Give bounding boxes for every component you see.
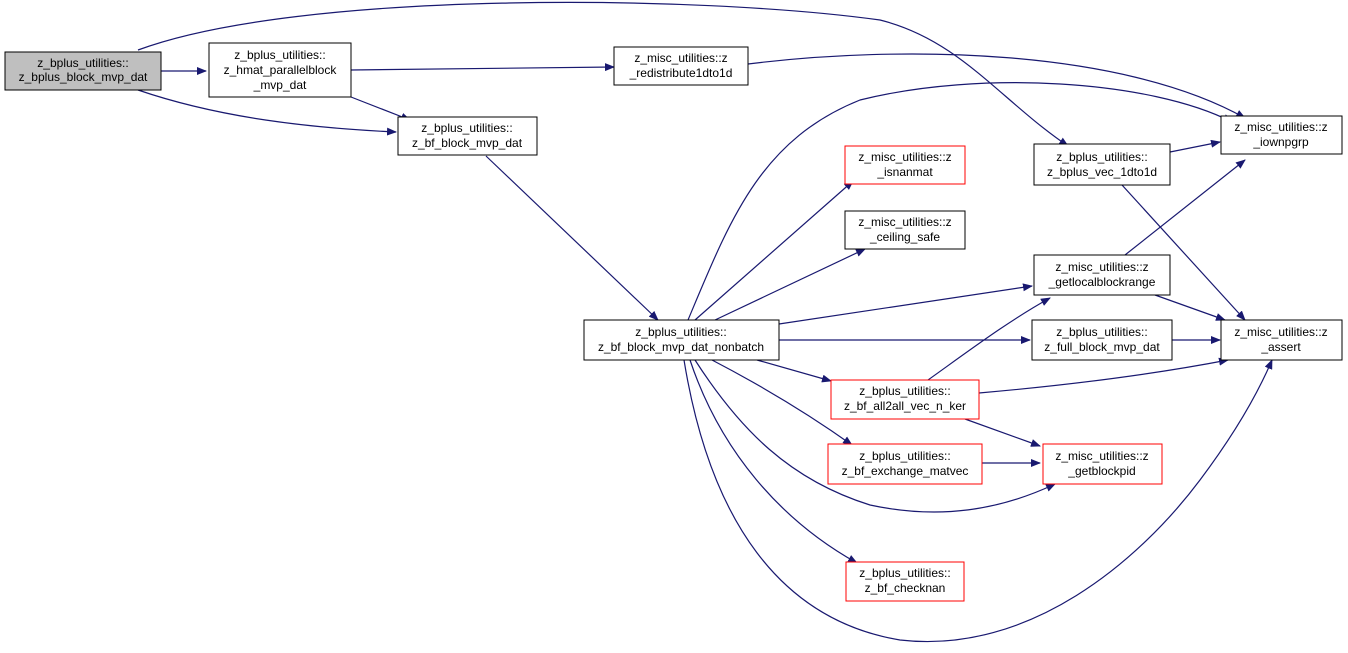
node-z-ceiling-safe[interactable]: z_misc_utilities::z _ceiling_safe	[844, 210, 966, 250]
node-label-line1: z_misc_utilities::z	[1055, 260, 1148, 274]
node-label-line2: _assert	[1260, 340, 1301, 354]
node-label-line3: _mvp_dat	[253, 78, 307, 92]
node-label-line2: _ceiling_safe	[869, 230, 940, 244]
edge-vec1dto1d-to-iownpgrp	[1169, 139, 1221, 153]
edge-hmat-parallel-to-bf-block	[350, 96, 411, 121]
node-label-line1: z_bplus_utilities::	[859, 449, 950, 463]
edge-hmat-parallel-to-redistribute	[350, 63, 615, 72]
node-label-line2: z_bplus_vec_1dto1d	[1047, 165, 1157, 179]
node-label-line2: z_hmat_parallelblock	[224, 63, 338, 77]
node-label-line1: z_misc_utilities::z	[858, 150, 951, 164]
node-label-line2: _iownpgrp	[1252, 135, 1309, 149]
edge-nonbatch-to-ceiling	[714, 248, 866, 321]
edges	[137, 1, 1273, 643]
edge-root-to-bf-block	[137, 89, 397, 136]
node-label-line2: z_bf_all2all_vec_n_ker	[844, 399, 966, 413]
node-z-hmat-parallelblock-mvp-dat[interactable]: z_bplus_utilities:: z_hmat_parallelblock…	[208, 42, 352, 98]
node-label-line1: z_bplus_utilities::	[859, 384, 950, 398]
node-z-bf-block-mvp-dat[interactable]: z_bplus_utilities:: z_bf_block_mvp_dat	[397, 116, 538, 156]
node-label-line1: z_bplus_utilities::	[421, 121, 512, 135]
node-label-line2: z_bf_exchange_matvec	[842, 464, 969, 478]
node-z-bplus-vec-1dto1d[interactable]: z_bplus_utilities:: z_bplus_vec_1dto1d	[1033, 143, 1171, 186]
node-z-getblockpid[interactable]: z_misc_utilities::z _getblockpid	[1042, 443, 1163, 485]
node-label-line1: z_bplus_utilities::	[859, 566, 950, 580]
node-z-redistribute1dto1d[interactable]: z_misc_utilities::z _redistribute1dto1d	[613, 46, 749, 86]
node-label-line2: _getlocalblockrange	[1048, 275, 1156, 289]
node-label-line1: z_misc_utilities::z	[1234, 325, 1327, 339]
edge-root-to-vec1dto1d	[137, 1, 1069, 147]
node-z-assert[interactable]: z_misc_utilities::z _assert	[1220, 319, 1343, 361]
node-label-line2: z_bf_block_mvp_dat	[412, 136, 523, 150]
edge-nonbatch-to-iownpgrp	[687, 82, 1233, 321]
node-label-line2: z_full_block_mvp_dat	[1044, 340, 1160, 354]
node-label-line1: z_misc_utilities::z	[858, 215, 951, 229]
edge-nonbatch-to-isnanmat	[694, 180, 854, 321]
node-z-bf-exchange-matvec[interactable]: z_bplus_utilities:: z_bf_exchange_matvec	[827, 443, 983, 485]
node-z-bf-block-mvp-dat-nonbatch[interactable]: z_bplus_utilities:: z_bf_block_mvp_dat_n…	[583, 319, 780, 361]
edge-nonbatch-to-all2all	[756, 359, 832, 383]
node-label-line2: z_bf_block_mvp_dat_nonbatch	[598, 340, 764, 354]
edge-nonbatch-to-checknan	[689, 359, 858, 564]
node-z-isnanmat[interactable]: z_misc_utilities::z _isnanmat	[844, 145, 966, 185]
node-z-bplus-block-mvp-dat[interactable]: z_bplus_utilities:: z_bplus_block_mvp_da…	[4, 51, 162, 91]
node-z-full-block-mvp-dat[interactable]: z_bplus_utilities:: z_full_block_mvp_dat	[1031, 319, 1173, 361]
node-label-line2: z_bf_checknan	[865, 581, 946, 595]
node-label-line1: z_bplus_utilities::	[37, 56, 128, 70]
nodes: z_bplus_utilities:: z_bplus_block_mvp_da…	[4, 42, 1343, 602]
edge-all2all-to-getblockpid	[964, 418, 1041, 447]
node-z-bf-all2all-vec-n-ker[interactable]: z_bplus_utilities:: z_bf_all2all_vec_n_k…	[830, 379, 980, 420]
edge-redistribute-to-iownpgrp	[747, 53, 1246, 119]
edge-all2all-to-getlocal	[927, 297, 1051, 381]
node-label-line1: z_bplus_utilities::	[1056, 150, 1147, 164]
edge-nonbatch-to-assert	[683, 359, 1273, 643]
node-z-iownpgrp[interactable]: z_misc_utilities::z _iownpgrp	[1220, 115, 1343, 155]
node-label-line1: z_bplus_utilities::	[635, 325, 726, 339]
edge-vec1dto1d-to-assert	[1121, 184, 1246, 321]
node-label-line2: z_bplus_block_mvp_dat	[19, 70, 148, 84]
edge-getlocal-to-assert	[1154, 294, 1226, 321]
node-z-bf-checknan[interactable]: z_bplus_utilities:: z_bf_checknan	[845, 561, 965, 602]
edge-bf-block-to-nonbatch	[485, 155, 659, 321]
node-z-getlocalblockrange[interactable]: z_misc_utilities::z _getlocalblockrange	[1033, 254, 1171, 296]
node-label-line1: z_misc_utilities::z	[1234, 120, 1327, 134]
edge-nonbatch-to-getlocal	[778, 283, 1033, 325]
node-label-line1: z_bplus_utilities::	[1056, 325, 1147, 339]
node-label-line1: z_misc_utilities::z	[634, 51, 727, 65]
node-label-line2: _getblockpid	[1067, 464, 1135, 478]
node-label-line2: _redistribute1dto1d	[629, 66, 733, 80]
node-label-line2: _isnanmat	[876, 165, 933, 179]
edge-getlocal-to-iownpgrp	[1124, 159, 1246, 256]
edge-all2all-to-assert	[978, 357, 1229, 394]
edge-nonbatch-to-getblockpid	[694, 359, 1056, 513]
node-label-line1: z_misc_utilities::z	[1055, 449, 1148, 463]
node-label-line1: z_bplus_utilities::	[234, 48, 325, 62]
edge-nonbatch-to-exchange	[711, 359, 853, 446]
